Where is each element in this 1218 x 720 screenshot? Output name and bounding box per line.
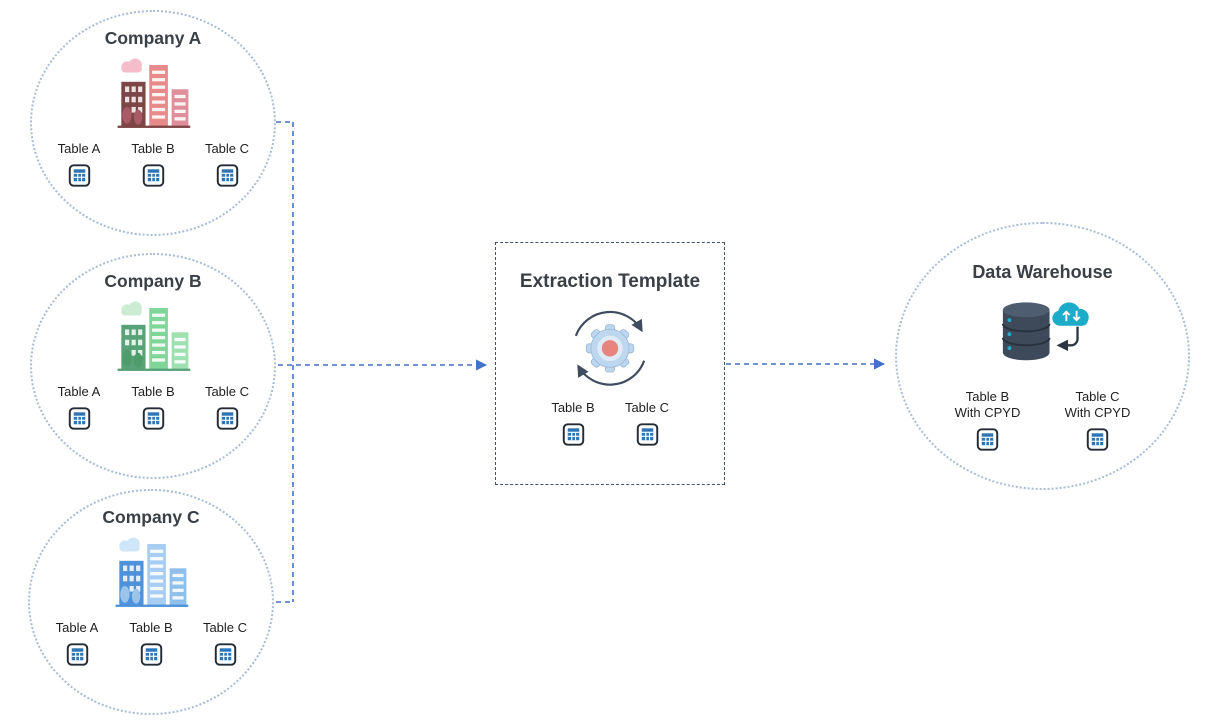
table-item: Table C [199, 620, 251, 666]
table-icon [142, 164, 165, 187]
company-b-tables: Table A Table B Table C [53, 384, 253, 430]
company-a-tables: Table A Table B Table C [53, 141, 253, 187]
building-icon [112, 300, 194, 372]
table-item: Table C [201, 384, 253, 430]
table-label: Table A [57, 384, 101, 399]
table-icon [142, 407, 165, 430]
table-name: Table B [965, 389, 1010, 404]
table-suffix: With CPYD [954, 405, 1021, 420]
table-label: Table B [131, 384, 175, 399]
table-label: Table A [55, 620, 99, 635]
table-item: Table B [127, 384, 179, 430]
gear-cycle-icon [560, 301, 660, 392]
table-suffix: With CPYD [1064, 405, 1131, 420]
warehouse-tables: Table B With CPYD Table C With CPYD [947, 389, 1139, 451]
table-label: Table B [551, 400, 595, 415]
table-item: Table A [53, 141, 105, 187]
table-icon [66, 643, 89, 666]
extraction-tables: Table B Table C [547, 400, 673, 446]
table-item: Table C [201, 141, 253, 187]
table-item: Table A [53, 384, 105, 430]
table-label: Table B [129, 620, 173, 635]
table-label: Table C With CPYD [1065, 389, 1131, 421]
table-item: Table B With CPYD [947, 389, 1029, 451]
table-label: Table B With CPYD [955, 389, 1021, 421]
extraction-template-title: Extraction Template [519, 271, 701, 292]
company-a-title: Company A [104, 28, 202, 48]
company-a-node: Company A Table A Table B Table C [30, 10, 276, 236]
table-icon [216, 164, 239, 187]
company-c-title: Company C [102, 507, 200, 527]
table-icon [636, 423, 659, 446]
database-cloud-icon [987, 293, 1099, 379]
table-item: Table B [127, 141, 179, 187]
table-label: Table C [204, 141, 250, 156]
building-icon [112, 57, 194, 129]
table-label: Table C [624, 400, 670, 415]
table-icon [216, 407, 239, 430]
data-warehouse-title: Data Warehouse [972, 262, 1113, 282]
extraction-template-node: Extraction Template Table B Table C [495, 242, 725, 485]
company-b-node: Company B Table A Table B Table C [30, 253, 276, 479]
table-icon [68, 407, 91, 430]
table-item: Table C [621, 400, 673, 446]
table-item: Table B [125, 620, 177, 666]
company-c-tables: Table A Table B Table C [51, 620, 251, 666]
table-label: Table B [131, 141, 175, 156]
table-icon [214, 643, 237, 666]
table-label: Table A [57, 141, 101, 156]
company-b-title: Company B [104, 271, 202, 291]
table-icon [68, 164, 91, 187]
table-icon [140, 643, 163, 666]
data-warehouse-node: Data Warehouse Table B With CPYD Table C… [895, 222, 1190, 490]
table-icon [562, 423, 585, 446]
table-item: Table C With CPYD [1057, 389, 1139, 451]
building-icon [110, 536, 192, 608]
table-item: Table A [51, 620, 103, 666]
company-c-node: Company C Table A Table B Table C [28, 489, 274, 715]
table-name: Table C [1075, 389, 1120, 404]
table-label: Table C [204, 384, 250, 399]
table-label: Table C [202, 620, 248, 635]
table-icon [976, 428, 999, 451]
table-item: Table B [547, 400, 599, 446]
table-icon [1086, 428, 1109, 451]
